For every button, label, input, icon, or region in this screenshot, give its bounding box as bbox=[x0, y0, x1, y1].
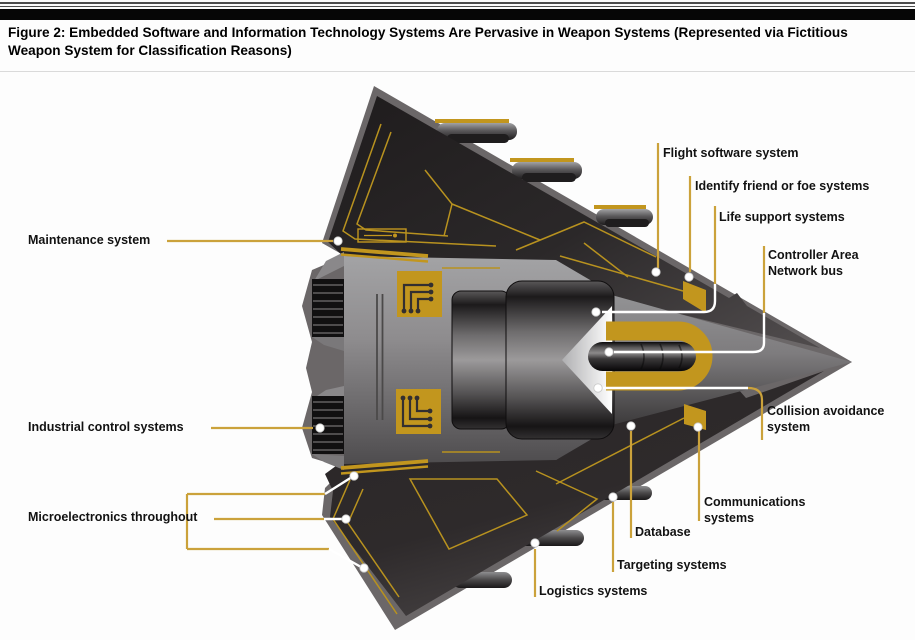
label-communications-systems: Communications systems bbox=[704, 495, 806, 525]
cannon-barrel bbox=[588, 342, 696, 371]
top-rule-thin bbox=[0, 2, 915, 4]
top-wing bbox=[328, 96, 820, 348]
fuselage-panel-lines bbox=[376, 294, 384, 420]
cockpit bbox=[451, 280, 615, 440]
iff-sensor-patch bbox=[683, 281, 706, 313]
label-logistics-systems: Logistics systems bbox=[539, 584, 648, 598]
leader-lines-gold bbox=[167, 143, 766, 597]
gold-bus-loop bbox=[606, 321, 713, 391]
label-flight-software-system: Flight software system bbox=[663, 146, 799, 160]
leader-lines-white bbox=[324, 284, 766, 569]
label-controller-area-network-bus: Controller Area Network bus bbox=[768, 248, 859, 278]
label-database: Database bbox=[635, 525, 691, 539]
gold-circuit-traces bbox=[332, 123, 685, 615]
circuit-chip-icon-top bbox=[397, 271, 442, 317]
circuit-chip-icon-bottom bbox=[396, 389, 441, 434]
label-microelectronics-throughout: Microelectronics throughout bbox=[28, 510, 198, 524]
label-collision-avoidance-system: Collision avoidance system bbox=[767, 404, 885, 434]
figure-caption: Figure 2: Embedded Software and Informat… bbox=[8, 25, 848, 58]
wing-module-outline bbox=[357, 228, 407, 243]
label-identify-friend-or-foe: Identify friend or foe systems bbox=[695, 179, 870, 193]
callout-dots bbox=[315, 236, 703, 573]
top-rule-thin-2 bbox=[0, 5, 915, 7]
weapon-pods-upper bbox=[435, 119, 653, 227]
label-life-support-systems: Life support systems bbox=[719, 210, 845, 224]
label-targeting-systems: Targeting systems bbox=[617, 558, 727, 572]
engine-grilles bbox=[312, 252, 344, 470]
section-divider-bar bbox=[0, 9, 915, 20]
label-maintenance-system: Maintenance system bbox=[28, 233, 151, 247]
caption-underline bbox=[0, 71, 915, 72]
label-industrial-control-systems: Industrial control systems bbox=[28, 420, 184, 434]
